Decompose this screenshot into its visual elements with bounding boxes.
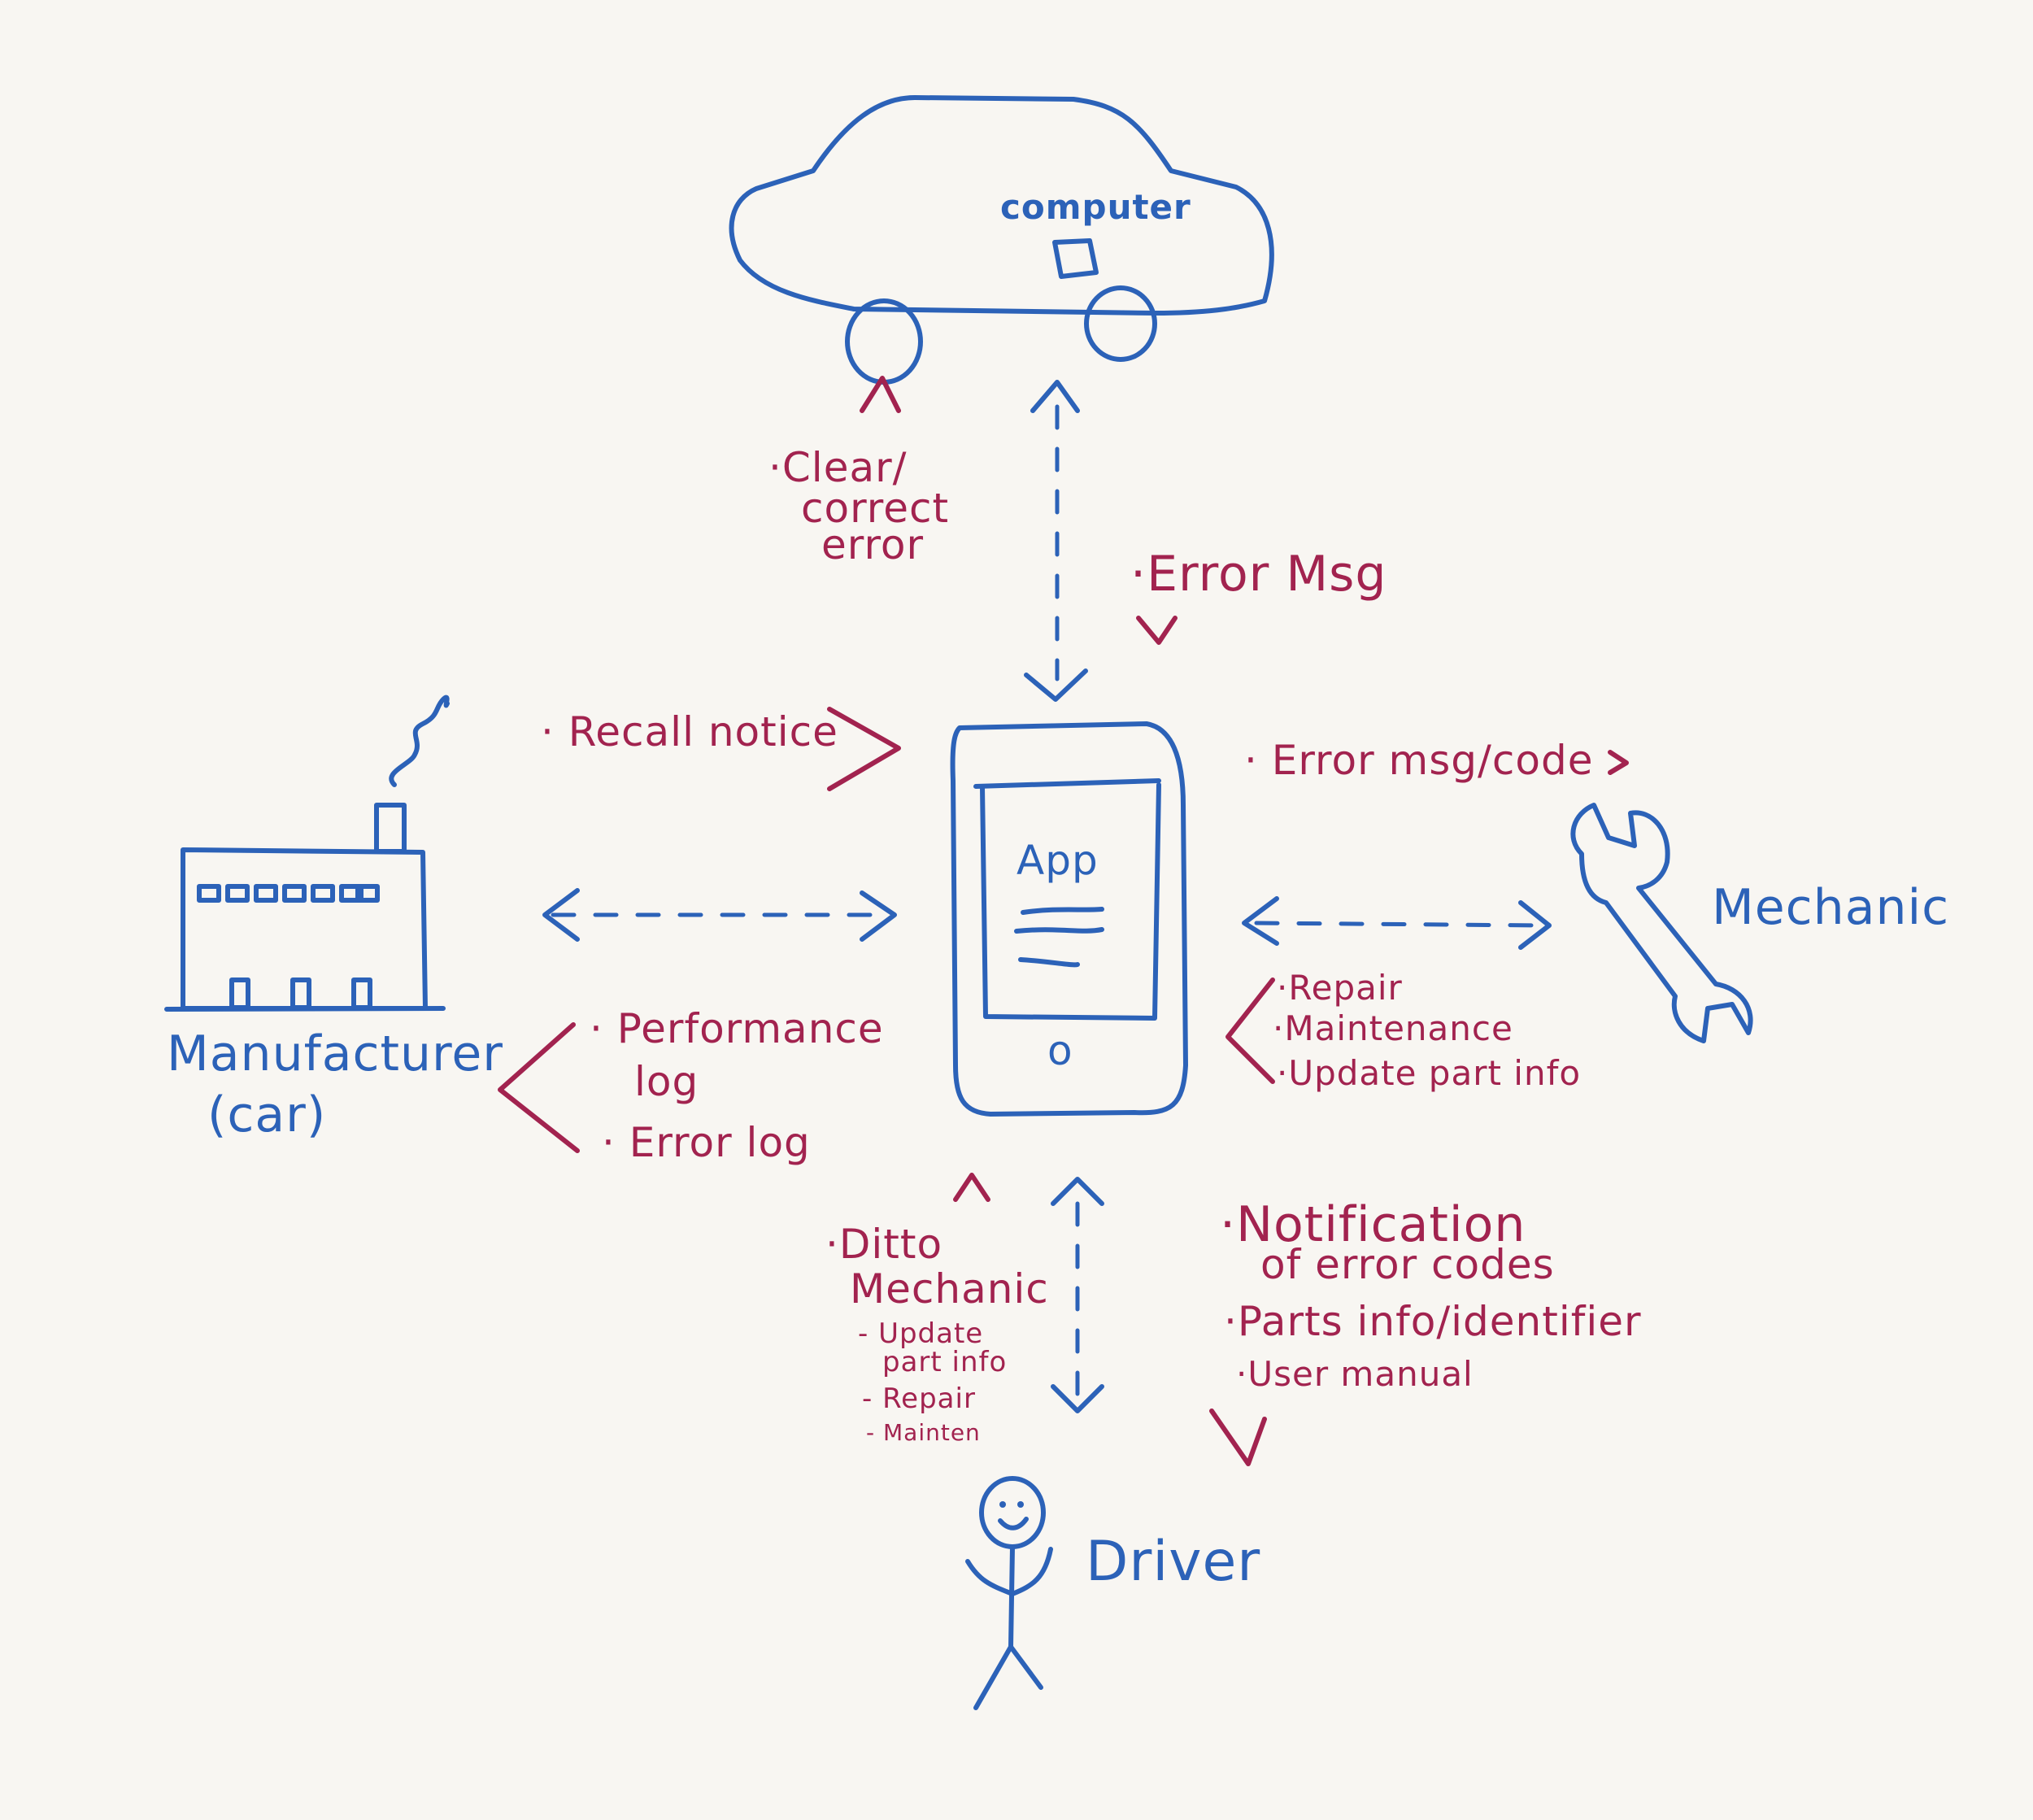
maintenance-label: ·Maintenance — [1273, 1008, 1513, 1048]
recall-notice-label: · Recall notice — [541, 708, 838, 755]
update-part-info-label: ·Update part info — [1277, 1053, 1582, 1093]
car-computer-label: computer — [1000, 187, 1191, 227]
smoke-icon — [389, 694, 450, 787]
notification-label: ·Notification — [1220, 1196, 1526, 1253]
phone-home-button: o — [1047, 1027, 1073, 1074]
mechanic-label: Mechanic — [1712, 879, 1950, 936]
car-app-arrow — [1024, 380, 1088, 702]
clear-error-chevron — [860, 376, 901, 413]
wrench-icon — [1570, 803, 1753, 1043]
ditto-mechanic-label: Mechanic — [850, 1265, 1049, 1313]
error-msg-chevron — [1136, 616, 1178, 645]
phone-icon — [950, 721, 1188, 1117]
mechanic-app-arrow — [1242, 896, 1552, 950]
user-manual-label: ·User manual — [1236, 1354, 1474, 1394]
clear-error-label-2: correct — [801, 485, 950, 532]
driver-label: Driver — [1086, 1530, 1261, 1594]
clear-error-label-3: error — [821, 521, 925, 568]
logs-chevron — [498, 1022, 580, 1153]
error-msg-label: ·Error Msg — [1130, 546, 1387, 603]
ditto-chevron — [953, 1173, 990, 1202]
performance-log-label: · Performance — [590, 1005, 884, 1052]
ditto-repair-label: - Repair — [862, 1382, 976, 1415]
error-log-label: · Error log — [602, 1119, 811, 1166]
factory-icon — [164, 803, 446, 1012]
ditto-update-label: - Update — [858, 1317, 984, 1350]
error-code-label: · Error msg/code — [1244, 737, 1594, 784]
repair-label: ·Repair — [1277, 968, 1403, 1008]
manufacturer-sub-label: (car) — [207, 1086, 327, 1143]
manufacturer-app-arrow — [542, 888, 897, 942]
recall-chevron — [827, 707, 901, 791]
repair-chevron — [1225, 977, 1275, 1084]
ditto-label: ·Ditto — [825, 1221, 943, 1268]
error-code-chevron — [1608, 750, 1629, 775]
ditto-mainten-label: - Mainten — [866, 1419, 981, 1446]
car-icon — [729, 95, 1274, 385]
app-label: App — [1016, 837, 1099, 884]
notification-chevron — [1209, 1409, 1267, 1466]
car-computer-icon — [1052, 238, 1099, 279]
manufacturer-label: Manufacturer — [167, 1025, 503, 1082]
performance-log-label-2: log — [634, 1058, 699, 1105]
parts-info-label: ·Parts info/identifier — [1224, 1298, 1642, 1345]
error-codes-label: of error codes — [1260, 1241, 1555, 1288]
ditto-part-info-label: part info — [882, 1346, 1008, 1378]
stick-figure-icon — [965, 1476, 1053, 1710]
driver-app-arrow — [1051, 1177, 1104, 1413]
clear-error-label-1: ·Clear/ — [768, 444, 908, 491]
